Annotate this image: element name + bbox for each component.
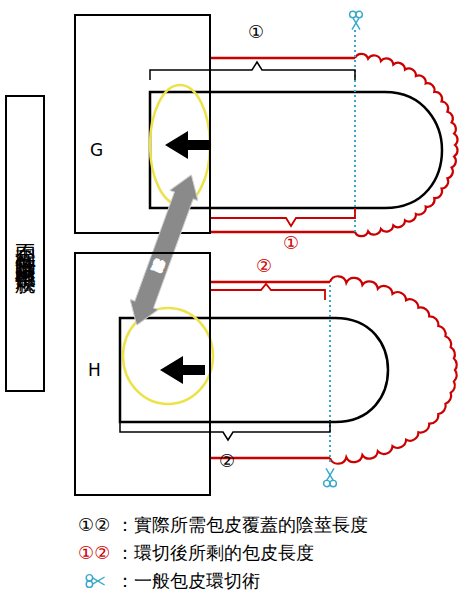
- callout-number: ②: [256, 256, 272, 276]
- callout-number: ①: [248, 22, 264, 42]
- foreskin-wrinkle: [330, 276, 457, 463]
- arrow-shape: [123, 170, 206, 331]
- double-arrow: 內縮於體內的外陰莖: [123, 170, 206, 331]
- legend-text: ：實際所需包皮覆蓋的陰莖長度: [116, 515, 368, 535]
- legend-key: ①②: [78, 515, 110, 535]
- length-bracket: [150, 62, 355, 80]
- title-text: 不同程度的陰莖根部鬆脫: [15, 227, 36, 260]
- retraction-arrow: [160, 356, 205, 384]
- legend-text: ：一般包皮環切術: [116, 571, 260, 591]
- title-box: 不同程度的陰莖根部鬆脫: [5, 95, 45, 392]
- length-bracket: [210, 208, 355, 226]
- stage-box: H: [74, 252, 211, 496]
- length-bracket: [210, 284, 325, 300]
- arrow-shape: [123, 170, 206, 331]
- cut-line: [329, 285, 331, 464]
- retraction-arrow: [165, 131, 210, 159]
- stage-letter: G: [90, 142, 103, 159]
- callout-number: ②: [219, 451, 235, 471]
- callout-number: ①: [283, 233, 299, 253]
- stage-letter: H: [88, 362, 101, 379]
- foreskin-wrinkle: [355, 54, 458, 236]
- cut-line: [354, 30, 356, 232]
- scissors-symbol: [324, 468, 337, 486]
- legend-text: ：環切後所剩的包皮長度: [116, 543, 314, 563]
- length-bracket: [120, 420, 330, 440]
- foreskin-line: [210, 58, 355, 232]
- scissors-symbol: [350, 11, 363, 29]
- legend-key: ①②: [78, 543, 110, 563]
- scissors-symbol: [86, 575, 104, 588]
- penis-outline: [120, 318, 388, 422]
